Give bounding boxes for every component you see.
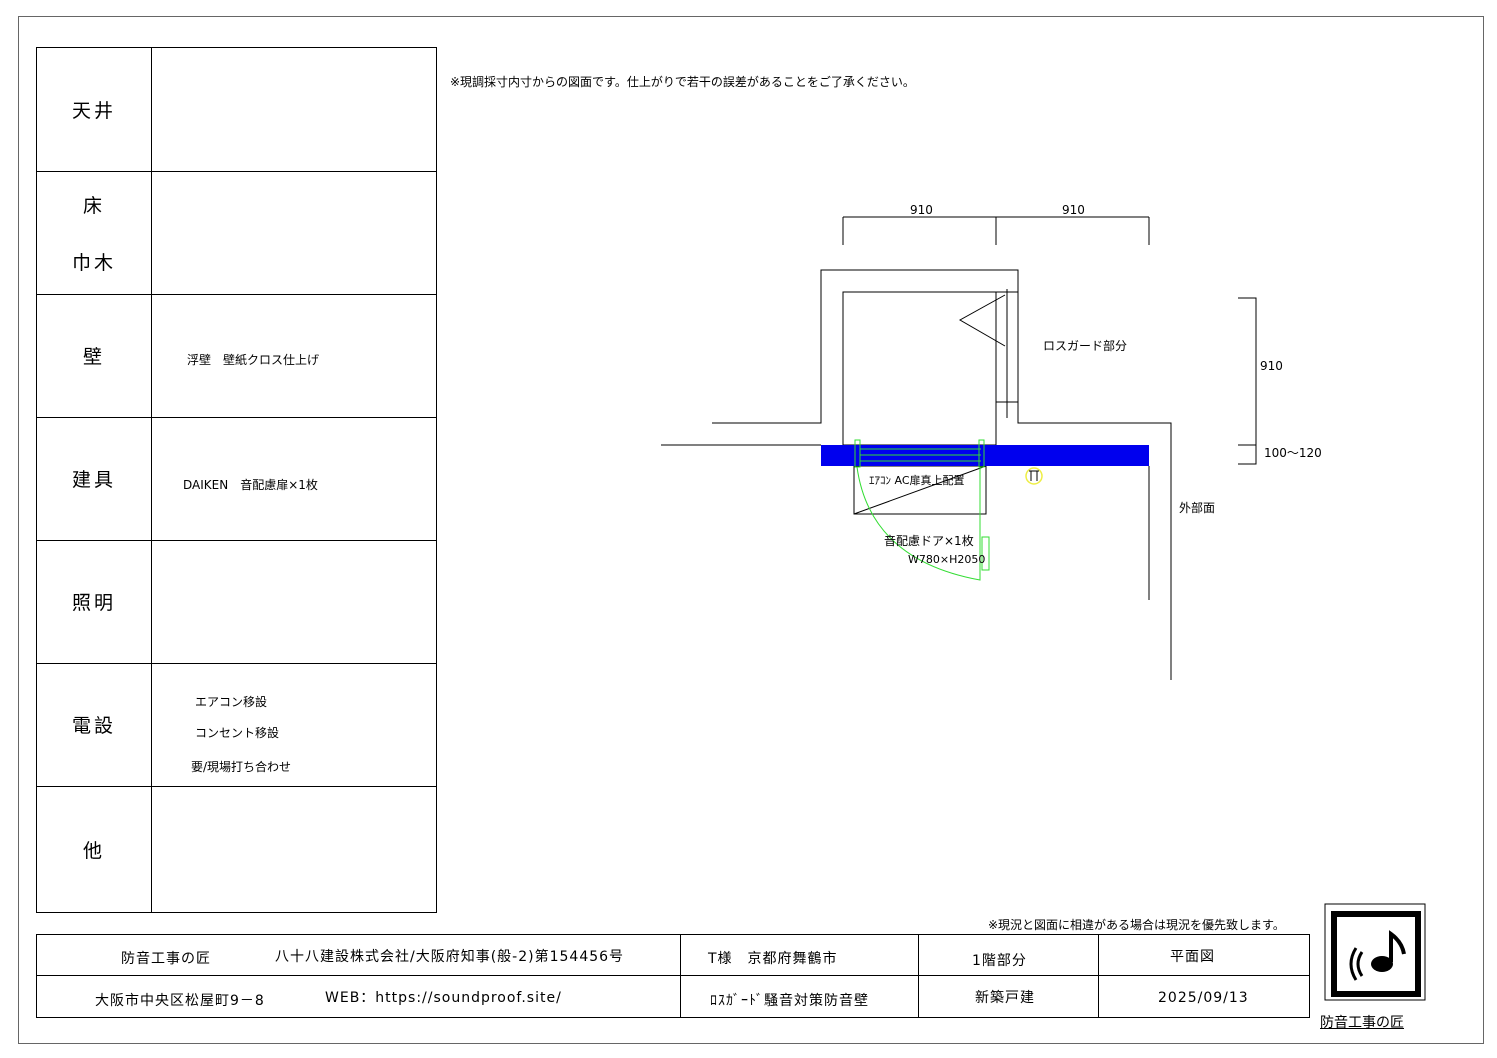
music-note-logo-icon — [1324, 903, 1426, 1001]
label-rosguard: ロスガード部分 — [1043, 338, 1127, 353]
spec-row-wall: 壁 浮壁 壁紙クロス仕上げ — [37, 294, 436, 418]
client: T様 京都府舞鶴市 — [708, 951, 838, 967]
date: 2025/09/13 — [1158, 990, 1249, 1006]
outlet-icon — [1025, 467, 1043, 485]
license: 八十八建設株式会社/大阪府知事(般-2)第154456号 — [275, 949, 625, 965]
spec-row-lighting: 照明 — [37, 540, 436, 664]
spec-label: 建具 — [37, 417, 152, 540]
aircon-diagonal — [853, 465, 987, 515]
spec-value: DAIKEN 音配慮扉×1枚 — [183, 478, 318, 492]
outer-wall-outline — [712, 269, 1172, 680]
top-note: ※現調採寸内寸からの図面です。仕上がりで若干の誤差があることをご了承ください。 — [450, 75, 915, 89]
project-name: ﾛｽｶﾞｰﾄﾞ騒音対策防音壁 — [710, 993, 869, 1009]
dimension-line-top — [842, 216, 1150, 245]
spec-label: 天井 — [37, 48, 152, 171]
label-door-size: W780×H2050 — [908, 553, 985, 566]
dim-top-left: 910 — [910, 203, 933, 217]
outlet-symbol — [1029, 470, 1039, 481]
spec-row-other: 他 — [37, 786, 436, 912]
label-door: 音配慮ドア×1枚 — [884, 533, 974, 548]
sheet-border — [18, 16, 1484, 1044]
floor: 1階部分 — [972, 953, 1027, 969]
company-logo: 防音工事の匠 — [1320, 902, 1430, 1031]
spec-label: 他 — [37, 786, 152, 912]
spec-label: 照明 — [37, 540, 152, 663]
spec-row-electrical: 電設 エアコン移設 コンセント移設 要/現場打ち合わせ — [37, 663, 436, 787]
spec-row-fittings: 建具 DAIKEN 音配慮扉×1枚 — [37, 417, 436, 541]
door-symbol — [854, 439, 990, 581]
spec-value: 要/現場打ち合わせ — [191, 760, 292, 774]
address: 大阪市中央区松屋町9－8 — [95, 993, 265, 1009]
spec-row-floor: 床 巾木 — [37, 171, 436, 295]
spec-label: 電設 — [37, 663, 152, 786]
drawing-type: 平面図 — [1170, 949, 1215, 965]
title-block: 防音工事の匠 八十八建設株式会社/大阪府知事(般-2)第154456号 大阪市中… — [36, 934, 1310, 1018]
dim-wall-thickness: 100〜120 — [1264, 446, 1322, 460]
rosguard-panel — [996, 289, 1018, 418]
dim-top-right: 910 — [1062, 203, 1085, 217]
label-aircon: ｴｱｺﾝ AC扉真上配置 — [869, 473, 965, 487]
dim-right: 910 — [1260, 359, 1283, 373]
spec-row-ceiling: 天井 — [37, 48, 436, 172]
spec-value: エアコン移設 — [195, 695, 268, 709]
spec-label-floor: 床 — [82, 194, 105, 217]
spec-value: コンセント移設 — [195, 726, 280, 740]
building-type: 新築戸建 — [975, 990, 1035, 1006]
spec-value: 浮壁 壁紙クロス仕上げ — [187, 353, 320, 367]
company-name: 防音工事の匠 — [121, 951, 211, 967]
website-link[interactable]: WEB：https://soundproof.site/ — [325, 990, 562, 1006]
bottom-note: ※現況と図面に相違がある場合は現況を優先致します。 — [988, 918, 1285, 932]
rosguard-unit — [958, 294, 1006, 347]
spec-label: 床 巾木 — [37, 171, 152, 294]
spec-label: 壁 — [37, 294, 152, 417]
spec-label-baseboard: 巾木 — [71, 251, 116, 274]
logo-text: 防音工事の匠 — [1320, 1015, 1404, 1031]
closet-room — [842, 291, 997, 446]
spec-table: 天井 床 巾木 壁 浮壁 壁紙クロス仕上げ 建具 DAIKEN 音配慮扉×1枚 … — [36, 47, 437, 913]
label-exterior: 外部面 — [1179, 500, 1215, 515]
dimension-line-right — [1238, 297, 1257, 465]
